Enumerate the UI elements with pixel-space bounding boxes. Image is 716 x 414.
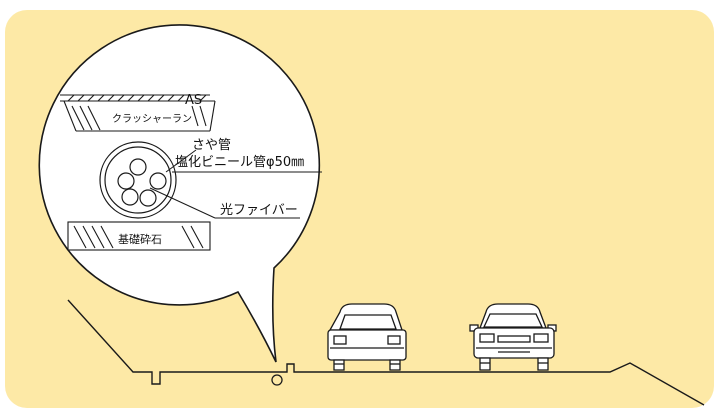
car-rear-view (327, 303, 407, 371)
buried-conduit-marker (271, 374, 283, 386)
magnified-section-bubble (38, 24, 321, 363)
sheath-pipe (99, 141, 177, 219)
base-gravel-layer (67, 221, 211, 251)
car-front-view (469, 303, 557, 371)
pvc-pipe-label: 塩化ビニール管φ50㎜ (175, 155, 304, 170)
asphalt-label: AS (185, 93, 202, 108)
sheath-pipe-label: さや管 (192, 138, 231, 153)
crusher-run-label: クラッシャーラン (112, 113, 192, 125)
base-gravel-label: 基礎砕石 (118, 232, 162, 246)
ground-profile-line (67, 299, 705, 406)
crusher-run-layer (60, 94, 216, 132)
leader-lines (149, 149, 322, 219)
optical-fiber-label: 光ファイバー (220, 203, 298, 218)
optical-fiber-cables (117, 158, 167, 207)
